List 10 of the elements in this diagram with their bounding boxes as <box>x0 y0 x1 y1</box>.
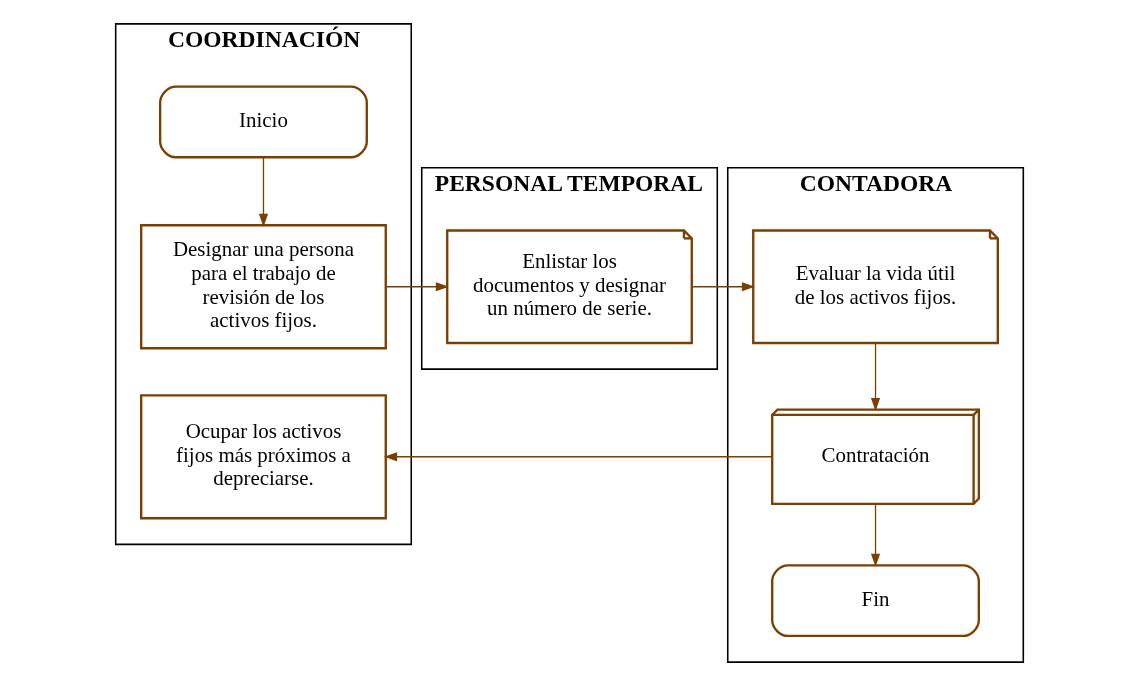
node-box: Ocupar los activos fijos más próximos a depreciarse. <box>139 394 387 520</box>
arrow <box>690 282 755 292</box>
arrow <box>870 342 880 412</box>
arrow <box>870 503 880 567</box>
node-box: Fin <box>770 564 980 638</box>
arrow <box>258 157 268 227</box>
arrow <box>384 282 449 292</box>
node-box: Inicio <box>158 85 368 159</box>
arrow <box>383 452 772 462</box>
node-box: Designar una persona para el trabajo de revisión de los activos fijos. <box>139 224 387 350</box>
